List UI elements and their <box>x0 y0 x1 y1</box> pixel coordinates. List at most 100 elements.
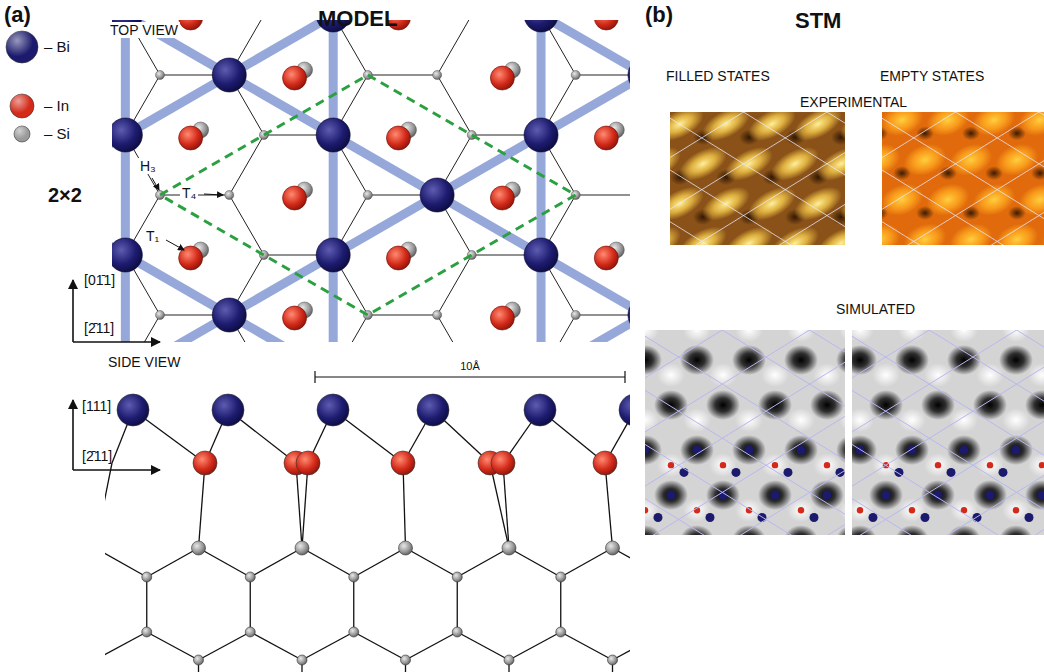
panel-title: STM <box>795 8 841 33</box>
bi-atom <box>706 513 715 522</box>
stm-blob <box>898 408 926 432</box>
bi-atom <box>869 513 878 522</box>
grid-line <box>645 464 845 535</box>
bond <box>105 463 112 548</box>
stm-blob <box>1014 112 1044 142</box>
stm-blob <box>869 390 903 420</box>
bi-atom <box>921 513 930 522</box>
kagome-line <box>112 20 630 342</box>
in-atoms <box>112 20 630 342</box>
stm-blob <box>1037 138 1044 181</box>
grid-line <box>852 330 1044 461</box>
grid-line <box>670 112 845 233</box>
bond <box>406 632 458 660</box>
bond <box>105 548 147 577</box>
stm-blob <box>1002 408 1030 432</box>
bi-atom <box>524 238 558 272</box>
in-atom <box>179 246 203 270</box>
stm-blob <box>654 480 688 510</box>
site-label: H₃ <box>138 158 158 174</box>
bond <box>354 548 406 577</box>
bond <box>457 577 458 632</box>
si-bonds <box>112 20 630 342</box>
grid-line <box>882 216 1044 245</box>
stm-filled-exp <box>670 112 845 245</box>
bi-atom <box>986 491 995 500</box>
bond <box>250 577 251 632</box>
in-atom <box>1013 507 1019 513</box>
bond <box>457 548 509 577</box>
site-label: T₄ <box>180 185 198 201</box>
si-atom <box>363 191 372 200</box>
grid-line <box>670 164 845 245</box>
bond <box>296 463 302 548</box>
grid-line <box>670 112 845 216</box>
panel-letter: (b) <box>645 2 673 27</box>
bond <box>250 548 302 577</box>
grid-line <box>645 330 845 466</box>
bond <box>250 632 302 660</box>
bi-atom <box>797 446 806 455</box>
stm-blob <box>1025 390 1044 420</box>
stm-blob <box>766 220 824 245</box>
si-atom <box>571 71 580 80</box>
grid-line <box>852 523 1044 535</box>
unit-cell <box>160 75 576 315</box>
in-atom <box>193 451 217 475</box>
bi-atoms <box>112 20 630 342</box>
stm-blob <box>947 435 981 465</box>
panel-title: MODEL <box>318 6 397 31</box>
in-atom <box>386 126 410 150</box>
bi-atom <box>524 394 556 426</box>
stm-blob <box>784 345 818 375</box>
in-atom <box>490 66 514 90</box>
in-atom <box>391 451 415 475</box>
stm-empty-sim <box>852 330 1044 535</box>
si-atom <box>556 572 566 582</box>
grid-line <box>645 356 845 492</box>
bi-atom <box>420 178 454 212</box>
bond <box>509 632 561 660</box>
bond <box>125 315 160 342</box>
stm-blob <box>839 330 845 342</box>
bond <box>576 315 630 316</box>
si-atom <box>142 627 152 637</box>
bi-atom <box>823 491 832 500</box>
bond <box>199 632 251 660</box>
si-atom <box>156 71 165 80</box>
in-atom <box>491 451 515 475</box>
bi-atom <box>417 394 449 426</box>
stm-blob <box>921 390 955 420</box>
bond <box>302 632 354 660</box>
kagome-line <box>537 20 546 342</box>
stm-images <box>446 0 1044 672</box>
grid-line <box>852 415 1044 535</box>
stm-blob <box>784 435 818 465</box>
scale-label: 10Å <box>460 360 480 373</box>
stm-blob <box>810 480 844 510</box>
leader-line <box>152 178 159 190</box>
grid-line <box>852 384 1044 515</box>
stm-blob <box>1025 480 1044 510</box>
in-atom <box>935 462 941 468</box>
grid-line <box>670 112 845 113</box>
stm-blob <box>645 525 662 535</box>
kagome-line <box>112 20 630 342</box>
bond <box>605 463 613 548</box>
bond <box>406 548 458 577</box>
in-atom <box>283 186 307 210</box>
in-atom <box>987 462 993 468</box>
stm-blob <box>680 525 714 535</box>
grid-line <box>645 330 845 438</box>
bond <box>147 548 199 577</box>
axis-label: [2̄11] <box>82 320 116 336</box>
bi-kagome-lines <box>112 20 630 342</box>
in-atom <box>824 462 830 468</box>
panel-letter: (a) <box>4 2 31 27</box>
grid-line <box>645 492 845 535</box>
bi-atom <box>693 446 702 455</box>
si-atom <box>142 572 152 582</box>
stm-blob <box>950 330 978 342</box>
stm-blob <box>1037 218 1044 245</box>
top-view-model <box>112 20 630 342</box>
